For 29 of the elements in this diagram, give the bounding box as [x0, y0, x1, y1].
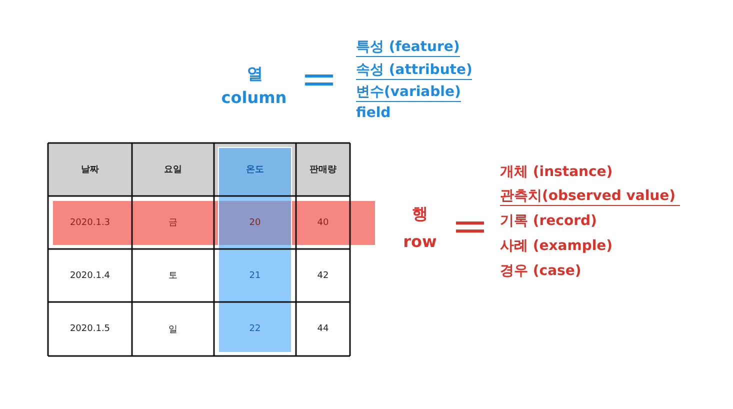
term-text: 특성 (feature)	[356, 40, 460, 57]
term-text: 경우 (case)	[500, 264, 582, 280]
term-text: 관측치(observed value)	[500, 189, 680, 206]
column-header: 온도	[245, 164, 265, 177]
column-header: 날짜	[80, 164, 100, 177]
column-header: 판매량	[308, 164, 338, 177]
table-value: 토	[168, 270, 178, 283]
table-value: 20	[248, 216, 262, 230]
term-text: 기록 (record)	[500, 214, 597, 230]
column-header: 요일	[163, 164, 183, 177]
term-text: field	[356, 106, 391, 122]
heading-text: row	[402, 232, 438, 251]
table-value: 44	[316, 323, 330, 336]
term-text: 사례 (example)	[500, 239, 613, 255]
table-value: 일	[168, 324, 178, 336]
table-value: 금	[168, 217, 178, 230]
table-value: 2020.1.3	[68, 216, 112, 230]
heading-text: 열	[246, 64, 264, 85]
table-value: 22	[248, 323, 262, 336]
table-value: 40	[316, 216, 330, 230]
term-text: 변수(variable)	[356, 85, 461, 102]
heading-text: column	[220, 88, 288, 107]
table-value: 2020.1.4	[68, 270, 112, 282]
table-value: 42	[316, 270, 330, 282]
table-value: 21	[248, 270, 262, 282]
term-text: 개체 (instance)	[500, 165, 613, 181]
term-text: 속성 (attribute)	[356, 63, 472, 80]
heading-text: 행	[411, 204, 429, 225]
table-value: 2020.1.5	[68, 323, 112, 336]
